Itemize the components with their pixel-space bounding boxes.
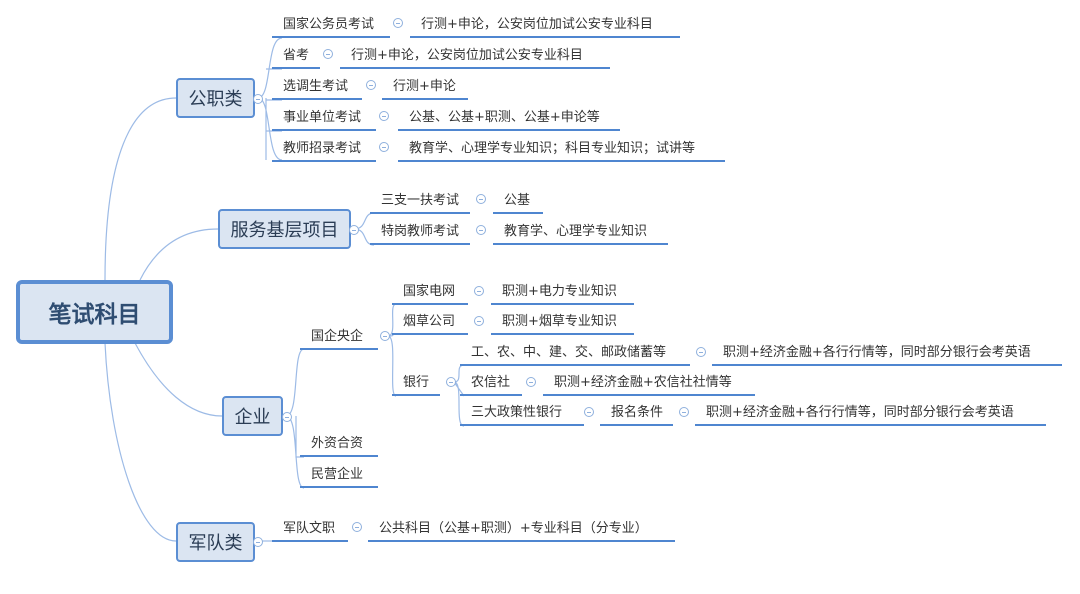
collapse-icon[interactable] xyxy=(282,412,292,422)
collapse-icon[interactable] xyxy=(379,142,389,152)
detail-node[interactable]: 行测+申论，公安岗位加试公安专业科目 xyxy=(340,45,610,69)
detail-node[interactable]: 公基、公基+职测、公基+申论等 xyxy=(398,107,620,131)
node-public-institution-exam[interactable]: 事业单位考试 xyxy=(272,107,376,131)
node-military-civilian[interactable]: 军队文职 xyxy=(272,518,348,542)
node-policy-banks[interactable]: 三大政策性银行 xyxy=(460,402,584,426)
detail-node[interactable]: 职测+烟草专业知识 xyxy=(491,311,634,335)
collapse-icon[interactable] xyxy=(679,407,689,417)
node-soe[interactable]: 国企央企 xyxy=(300,326,378,350)
branch-node-civil-service[interactable]: 公职类 xyxy=(176,78,255,118)
node-requirements[interactable]: 报名条件 xyxy=(600,402,673,426)
node-rural-credit[interactable]: 农信社 xyxy=(460,372,522,396)
collapse-icon[interactable] xyxy=(446,377,456,387)
collapse-icon[interactable] xyxy=(393,18,403,28)
detail-node[interactable]: 行测+申论 xyxy=(382,76,468,100)
node-provincial-exam[interactable]: 省考 xyxy=(272,45,320,69)
collapse-icon[interactable] xyxy=(349,225,359,235)
detail-node[interactable]: 行测+申论，公安岗位加试公安专业科目 xyxy=(410,14,680,38)
detail-node[interactable]: 教育学、心理学专业知识 xyxy=(493,221,668,245)
node-state-grid[interactable]: 国家电网 xyxy=(392,281,468,305)
node-sanzhi-yifu[interactable]: 三支一扶考试 xyxy=(370,190,470,214)
collapse-icon[interactable] xyxy=(380,331,390,341)
collapse-icon[interactable] xyxy=(474,316,484,326)
node-selection-exam[interactable]: 选调生考试 xyxy=(272,76,362,100)
node-national-exam[interactable]: 国家公务员考试 xyxy=(272,14,390,38)
collapse-icon[interactable] xyxy=(366,80,376,90)
node-big-banks[interactable]: 工、农、中、建、交、邮政储蓄等 xyxy=(460,342,690,366)
detail-node[interactable]: 职测+经济金融+农信社社情等 xyxy=(543,372,755,396)
detail-node[interactable]: 教育学、心理学专业知识；科目专业知识；试讲等 xyxy=(398,138,725,162)
node-private[interactable]: 民营企业 xyxy=(300,464,378,488)
node-teacher-exam[interactable]: 教师招录考试 xyxy=(272,138,376,162)
collapse-icon[interactable] xyxy=(476,225,486,235)
collapse-icon[interactable] xyxy=(323,49,333,59)
collapse-icon[interactable] xyxy=(584,407,594,417)
branch-node-grassroots[interactable]: 服务基层项目 xyxy=(218,209,351,249)
collapse-icon[interactable] xyxy=(474,286,484,296)
collapse-icon[interactable] xyxy=(526,377,536,387)
collapse-icon[interactable] xyxy=(352,522,362,532)
detail-node[interactable]: 公基 xyxy=(493,190,543,214)
collapse-icon[interactable] xyxy=(253,537,263,547)
detail-node[interactable]: 职测+经济金融+各行行情等，同时部分银行会考英语 xyxy=(695,402,1046,426)
node-foreign[interactable]: 外资合资 xyxy=(300,433,378,457)
detail-node[interactable]: 公共科目（公基+职测）+专业科目（分专业） xyxy=(368,518,675,542)
collapse-icon[interactable] xyxy=(696,347,706,357)
branch-node-enterprise[interactable]: 企业 xyxy=(222,396,283,436)
detail-node[interactable]: 职测+经济金融+各行行情等，同时部分银行会考英语 xyxy=(712,342,1062,366)
node-tobacco[interactable]: 烟草公司 xyxy=(392,311,468,335)
collapse-icon[interactable] xyxy=(379,111,389,121)
branch-node-military[interactable]: 军队类 xyxy=(176,522,255,562)
detail-node[interactable]: 职测+电力专业知识 xyxy=(491,281,634,305)
collapse-icon[interactable] xyxy=(476,194,486,204)
root-node[interactable]: 笔试科目 xyxy=(16,280,173,344)
collapse-icon[interactable] xyxy=(253,94,263,104)
node-special-teacher[interactable]: 特岗教师考试 xyxy=(370,221,470,245)
node-bank[interactable]: 银行 xyxy=(392,372,440,396)
